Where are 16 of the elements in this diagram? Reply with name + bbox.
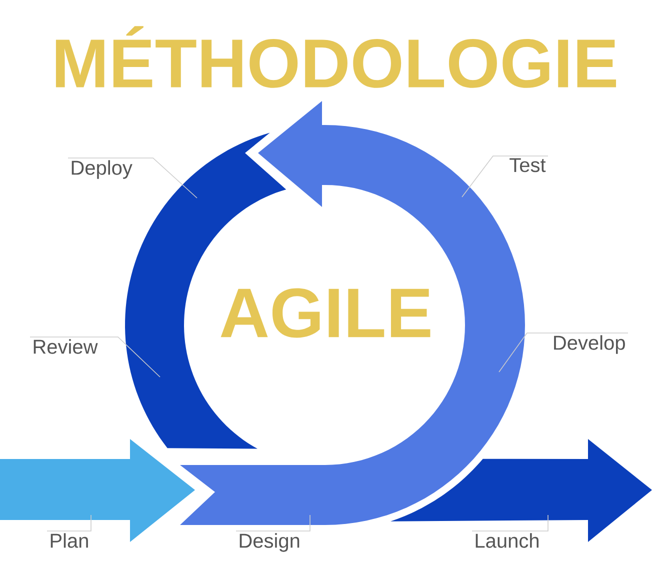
leader-line [30, 336, 160, 378]
center-label: AGILE [220, 288, 430, 338]
leader-line [236, 514, 310, 532]
leader-line [46, 514, 92, 532]
leader-line [472, 514, 548, 532]
step-label: Design [240, 533, 300, 552]
step-label: Develop [554, 335, 625, 354]
step-label: Deploy [72, 160, 132, 179]
leader-line [462, 156, 548, 198]
title: MÉTHODOLOGIE [56, 26, 616, 88]
step-label: Plan [50, 533, 88, 548]
step-label: Test [510, 158, 546, 172]
leader-line [68, 158, 198, 198]
step-label: Launch [476, 533, 538, 548]
leader-line [498, 332, 628, 372]
step-label: Review [34, 339, 98, 354]
